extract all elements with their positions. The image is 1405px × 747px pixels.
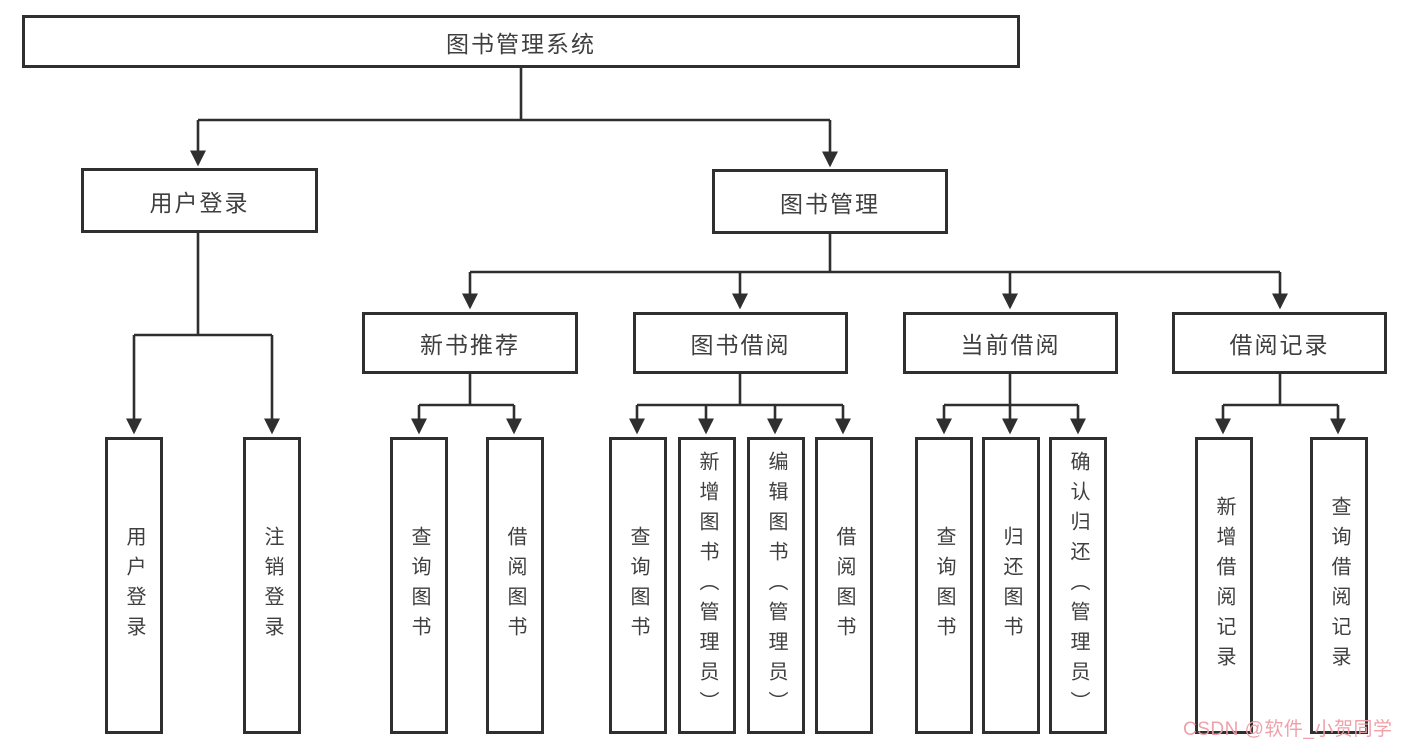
leaf-user-login: 用户登录 [105,437,163,734]
leaf-cb-query-book-label: 查询图书 [933,525,955,646]
node-borrow-record-label: 借阅记录 [1229,332,1330,358]
leaf-user-login-label: 用户登录 [123,525,145,646]
leaf-br-add-record: 新增借阅记录 [1195,437,1253,734]
leaf-nbr-borrow-book: 借阅图书 [486,437,544,734]
leaf-nbr-borrow-book-label: 借阅图书 [504,525,526,646]
leaf-nbr-query-book: 查询图书 [390,437,448,734]
node-book-borrow: 图书借阅 [633,312,848,374]
node-current-borrow-label: 当前借阅 [960,332,1061,358]
leaf-logout-label: 注销登录 [261,525,283,646]
node-book-borrow-label: 图书借阅 [690,332,791,358]
leaf-br-add-record-label: 新增借阅记录 [1213,495,1235,676]
leaf-logout: 注销登录 [243,437,301,734]
leaf-bb-borrow-book-label: 借阅图书 [833,525,855,646]
node-user-login: 用户登录 [81,168,318,233]
node-current-borrow: 当前借阅 [903,312,1118,374]
leaf-bb-query-book-label: 查询图书 [627,525,649,646]
node-root: 图书管理系统 [22,15,1020,68]
leaf-cb-query-book: 查询图书 [915,437,973,734]
node-book-management-label: 图书管理 [780,190,880,217]
leaf-nbr-query-book-label: 查询图书 [408,525,430,646]
leaf-cb-return-book-label: 归还图书 [1000,525,1022,646]
node-borrow-record: 借阅记录 [1172,312,1387,374]
leaf-bb-edit-book-admin-label: 编辑图书（管理员） [765,450,787,721]
leaf-br-query-record-label: 查询借阅记录 [1328,495,1350,676]
leaf-bb-add-book-admin-label: 新增图书（管理员） [696,450,718,721]
leaf-bb-add-book-admin: 新增图书（管理员） [678,437,736,734]
node-user-login-label: 用户登录 [149,189,250,216]
leaf-bb-edit-book-admin: 编辑图书（管理员） [747,437,805,734]
leaf-bb-borrow-book: 借阅图书 [815,437,873,734]
node-root-label: 图书管理系统 [446,30,596,57]
leaf-cb-confirm-return-admin: 确认归还（管理员） [1049,437,1107,734]
csdn-watermark: CSDN @软件_小贺同学 [1183,719,1393,740]
leaf-br-query-record: 查询借阅记录 [1310,437,1368,734]
leaf-cb-confirm-return-admin-label: 确认归还（管理员） [1067,450,1089,721]
leaf-bb-query-book: 查询图书 [609,437,667,734]
leaf-cb-return-book: 归还图书 [982,437,1040,734]
node-new-book-recommend-label: 新书推荐 [420,332,520,358]
node-book-management: 图书管理 [712,169,948,234]
node-new-book-recommend: 新书推荐 [362,312,578,374]
